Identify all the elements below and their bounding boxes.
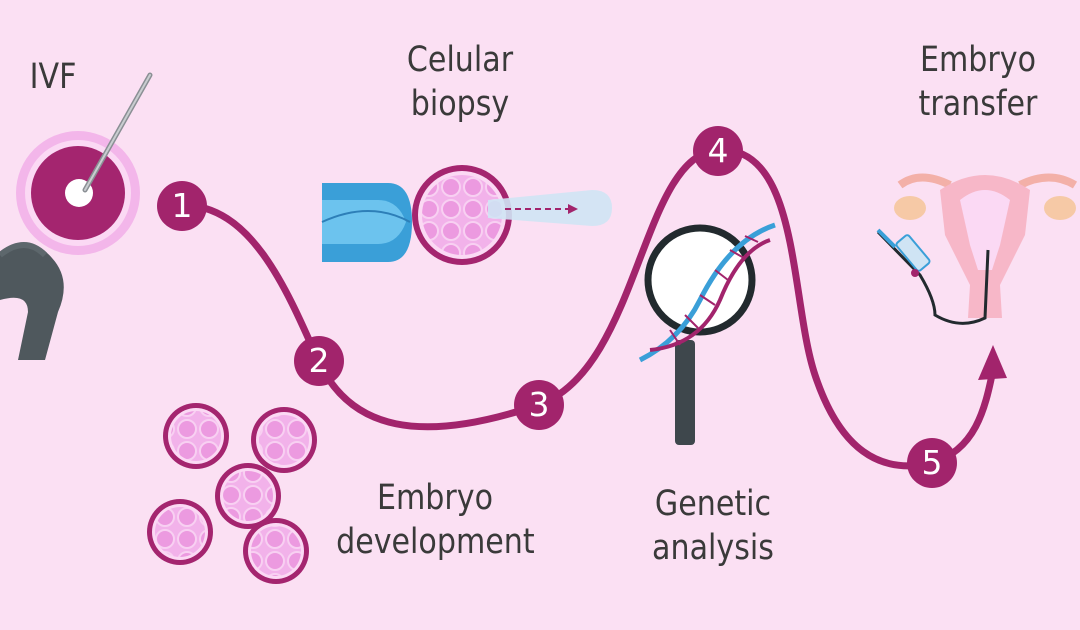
label-embryo-transfer: Embryo transfer (909, 38, 1047, 126)
embryo-cluster-icon (147, 403, 317, 584)
step-2-badge: 2 (294, 336, 344, 386)
label-development-line1: Embryo (376, 478, 494, 518)
label-genetic-analysis: Genetic analysis (644, 482, 782, 570)
label-development-line2: development (336, 522, 535, 562)
label-transfer-line1: Embryo (919, 40, 1037, 80)
step-1-badge: 1 (157, 181, 207, 231)
label-embryo-development: Embryo development (336, 476, 535, 564)
label-transfer-line2: transfer (918, 84, 1038, 124)
label-biopsy-line1: Celular (406, 40, 514, 80)
label-analysis-line1: Genetic (654, 484, 772, 524)
step-4-badge: 4 (693, 126, 743, 176)
step-5-badge: 5 (907, 438, 957, 488)
label-ivf-text: IVF (29, 57, 77, 97)
uterus-transfer-icon (876, 173, 1078, 325)
arrow-head-icon (978, 345, 1007, 380)
label-ivf: IVF (23, 55, 83, 99)
step-3-badge: 3 (514, 380, 564, 430)
biopsy-icon (321, 165, 612, 265)
ivf-oocyte-icon (0, 72, 153, 360)
label-biopsy-line2: biopsy (410, 84, 510, 124)
label-analysis-line2: analysis (652, 528, 774, 568)
magnifier-dna-icon (638, 222, 776, 445)
label-celular-biopsy: Celular biopsy (396, 38, 525, 126)
